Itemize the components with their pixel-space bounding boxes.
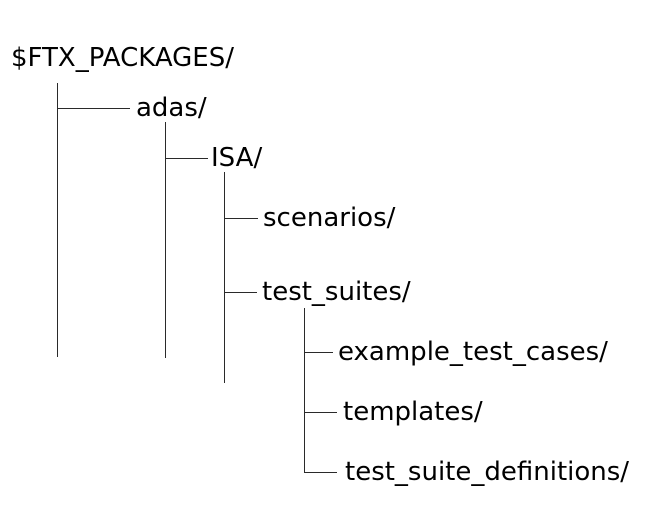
tree-branch-line-adas <box>57 108 130 109</box>
tree-node-isa: ISA/ <box>211 143 263 173</box>
tree-vertical-line-test-suites <box>304 308 305 473</box>
tree-node-scenarios: scenarios/ <box>263 203 396 233</box>
tree-node-test-suite-definitions: test_suite_definitions/ <box>345 457 630 487</box>
tree-node-test-suites: test_suites/ <box>262 277 411 307</box>
tree-node-example-test-cases: example_test_cases/ <box>338 337 608 367</box>
tree-vertical-line-adas <box>165 122 166 358</box>
tree-node-ftx-packages: $FTX_PACKAGES/ <box>11 43 234 73</box>
tree-branch-line-isa <box>165 158 208 159</box>
tree-node-templates: templates/ <box>343 397 483 427</box>
tree-branch-line-scenarios <box>224 218 258 219</box>
tree-branch-line-templates <box>304 412 337 413</box>
tree-branch-line-test-suites <box>224 292 257 293</box>
tree-vertical-line-isa <box>224 172 225 383</box>
tree-vertical-line-ftx-packages <box>57 83 58 357</box>
tree-branch-line-example-test-cases <box>304 352 333 353</box>
tree-branch-line-test-suite-definitions <box>304 472 337 473</box>
tree-node-adas: adas/ <box>136 93 207 123</box>
